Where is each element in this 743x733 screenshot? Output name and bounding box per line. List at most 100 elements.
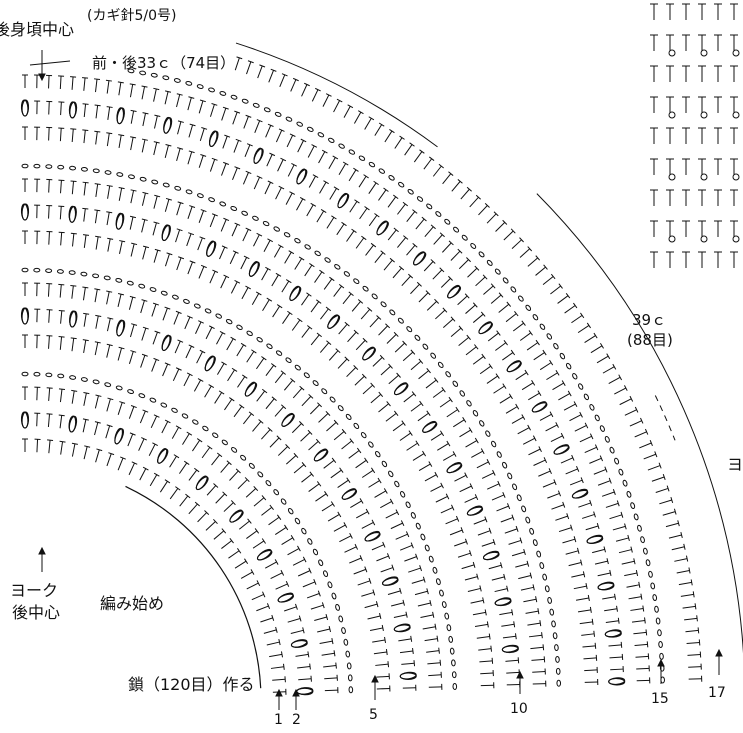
double-crochet-stitch	[150, 415, 158, 429]
stitch-top	[258, 419, 264, 424]
stitch-top	[208, 325, 215, 330]
double-crochet-stitch	[231, 224, 238, 237]
stitch-top	[474, 344, 479, 350]
double-crochet-stitch	[506, 671, 520, 674]
stitch-top	[566, 513, 570, 520]
chain-stitch	[92, 379, 100, 385]
double-crochet-stitch	[342, 293, 352, 305]
stitch-top	[153, 221, 160, 225]
stitch-top	[508, 393, 513, 400]
double-crochet-stitch	[95, 449, 100, 463]
stitch-top	[464, 538, 468, 545]
stitch-top	[389, 498, 394, 505]
double-crochet-stitch	[323, 459, 335, 469]
double-crochet-stitch	[597, 572, 611, 577]
double-crochet-stitch	[264, 182, 271, 195]
double-crochet-stitch	[107, 106, 111, 120]
double-crochet-stitch	[318, 413, 329, 423]
double-crochet-stitch	[199, 128, 205, 141]
stitch-top	[130, 189, 137, 192]
stitch-top	[175, 425, 182, 430]
double-crochet-stitch	[558, 393, 570, 401]
double-crochet-stitch	[323, 665, 337, 668]
stitch-top	[141, 85, 148, 88]
petal-stitch	[597, 582, 615, 591]
double-crochet-stitch	[83, 130, 86, 144]
chain-stitch	[648, 570, 653, 578]
double-crochet-stitch	[281, 280, 290, 293]
stitch-top	[194, 501, 200, 507]
stitch-top	[58, 283, 65, 286]
double-crochet-stitch	[306, 204, 314, 217]
stitch-top	[376, 315, 382, 320]
double-crochet-stitch	[48, 387, 51, 401]
double-crochet-stitch	[520, 586, 534, 591]
double-crochet-stitch	[362, 384, 373, 395]
double-crochet-stitch	[260, 429, 271, 440]
chain-stitch	[318, 559, 324, 567]
petal-stitch	[466, 506, 484, 516]
stitch-top	[576, 465, 580, 472]
chain-stitch	[150, 72, 158, 78]
chain-stitch	[348, 149, 356, 155]
stitch-top	[301, 462, 307, 468]
double-crochet-stitch	[309, 404, 320, 415]
chain-stitch	[516, 494, 522, 502]
stitch-top	[506, 301, 512, 307]
double-crochet-stitch	[584, 669, 598, 672]
stitch-top	[375, 601, 379, 608]
stitch-top	[472, 302, 478, 308]
chain-stitch	[138, 283, 146, 289]
double-crochet-stitch	[437, 443, 449, 451]
double-crochet-stitch	[272, 678, 286, 681]
stitch-top	[325, 93, 332, 97]
double-crochet-stitch	[401, 662, 415, 665]
stitch-top	[175, 310, 182, 314]
double-crochet-stitch	[221, 540, 233, 549]
double-crochet-stitch	[368, 480, 380, 488]
stitch-top	[511, 609, 514, 616]
stitch-top	[58, 336, 65, 338]
double-crochet-stitch	[655, 487, 669, 493]
stitch-top	[514, 633, 517, 640]
stitch-top	[154, 330, 161, 334]
double-crochet-stitch	[183, 374, 191, 387]
double-crochet-stitch	[117, 347, 123, 361]
double-crochet-stitch	[252, 421, 262, 432]
stitch-top	[486, 459, 491, 465]
stitch-top	[186, 431, 193, 436]
double-crochet-stitch	[95, 131, 98, 145]
double-crochet-stitch	[688, 666, 702, 668]
petal-stitch	[447, 285, 462, 299]
stitch-top	[251, 349, 257, 354]
double-crochet-stitch	[555, 515, 568, 521]
stitch-top	[377, 477, 382, 484]
stitch-top	[596, 522, 600, 530]
chain-stitch	[160, 290, 168, 296]
stitch-top	[502, 491, 506, 498]
yoke-center-arrow-head	[38, 546, 46, 555]
stitch-top	[537, 608, 540, 615]
stitch-top	[316, 332, 322, 338]
stitch-top	[560, 432, 565, 439]
stitch-top	[635, 569, 639, 577]
stitch-top	[267, 123, 274, 127]
stitch-top	[256, 232, 263, 237]
petal-stitch	[494, 598, 512, 607]
double-crochet-stitch	[502, 635, 516, 639]
double-crochet-stitch	[308, 483, 320, 492]
stitch-top	[510, 228, 516, 234]
double-crochet-stitch	[354, 375, 365, 386]
double-crochet-stitch	[460, 188, 470, 200]
stitch-top	[644, 428, 649, 435]
double-crochet-stitch	[197, 237, 203, 251]
double-crochet-stitch	[577, 609, 591, 613]
petal-stitch	[69, 310, 78, 328]
chain-stitch	[565, 362, 572, 370]
double-crochet-stitch	[355, 340, 366, 351]
chain-stitch	[435, 211, 442, 217]
double-crochet-stitch	[408, 567, 421, 573]
stitch-top	[363, 174, 369, 179]
double-crochet-stitch	[385, 511, 398, 519]
double-crochet-stitch	[643, 453, 656, 460]
